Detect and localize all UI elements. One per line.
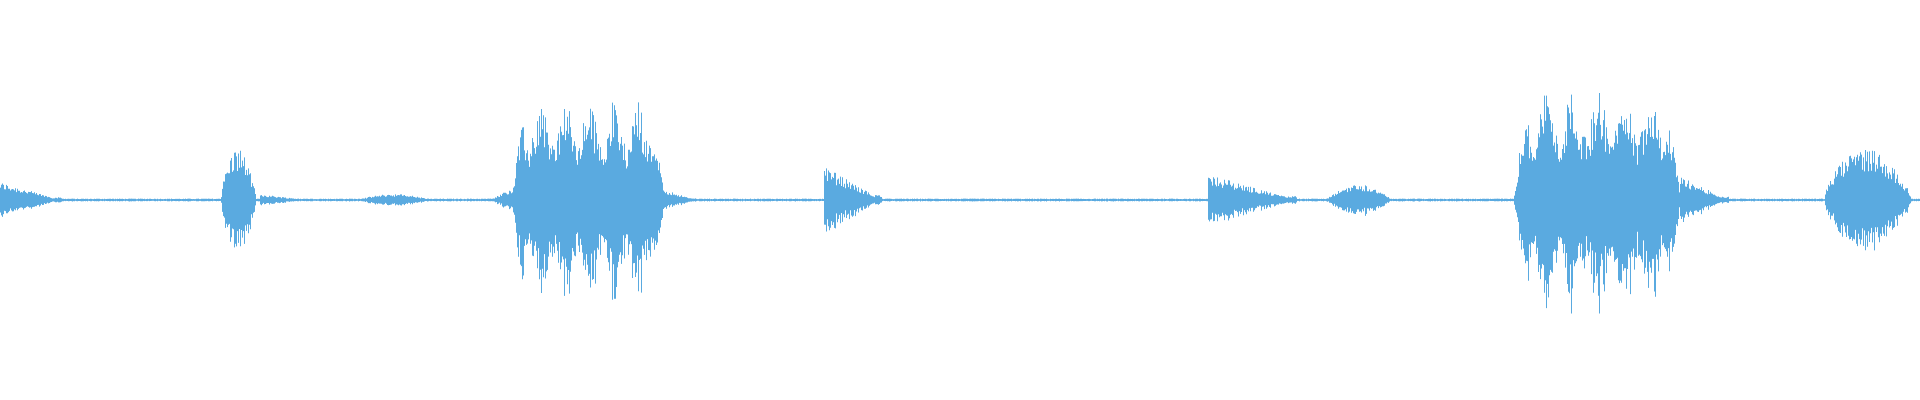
waveform-trace xyxy=(0,93,1920,314)
